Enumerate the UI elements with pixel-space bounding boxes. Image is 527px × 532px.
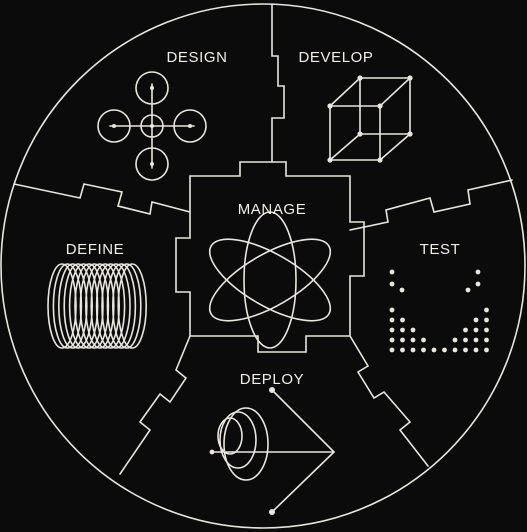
matrix-dot [411, 328, 416, 333]
matrix-dot [390, 338, 395, 343]
matrix-dot [476, 282, 481, 287]
matrix-dot [476, 270, 481, 275]
matrix-dot [453, 338, 458, 343]
matrix-dot [411, 348, 416, 353]
matrix-dot [390, 308, 395, 313]
matrix-dot [400, 288, 405, 293]
matrix-dot [400, 318, 405, 323]
matrix-dot [463, 328, 468, 333]
label-test: TEST [420, 241, 461, 258]
matrix-dot [463, 348, 468, 353]
matrix-dot [411, 338, 416, 343]
matrix-dot [400, 328, 405, 333]
matrix-dot [390, 282, 395, 287]
matrix-dot [484, 338, 489, 343]
matrix-dot [463, 338, 468, 343]
label-define: DEFINE [66, 241, 125, 258]
matrix-dot [474, 338, 479, 343]
matrix-dot [484, 318, 489, 323]
matrix-dot [474, 348, 479, 353]
matrix-dot [390, 328, 395, 333]
matrix-dot [453, 348, 458, 353]
matrix-dot [474, 328, 479, 333]
matrix-dot [484, 348, 489, 353]
matrix-dot [466, 288, 471, 293]
label-develop: DEVELOP [298, 49, 373, 66]
matrix-dot [484, 308, 489, 313]
matrix-dot [390, 348, 395, 353]
label-design: DESIGN [166, 49, 227, 66]
matrix-dot [421, 338, 426, 343]
label-deploy: DEPLOY [240, 371, 304, 388]
matrix-dot [474, 318, 479, 323]
matrix-dot [390, 270, 395, 275]
matrix-dot [421, 348, 426, 353]
matrix-dot [432, 348, 437, 353]
matrix-dot [484, 328, 489, 333]
matrix-dot [400, 348, 405, 353]
matrix-dot [400, 338, 405, 343]
matrix-dot [442, 348, 447, 353]
matrix-dot [390, 318, 395, 323]
label-manage: MANAGE [238, 201, 307, 218]
